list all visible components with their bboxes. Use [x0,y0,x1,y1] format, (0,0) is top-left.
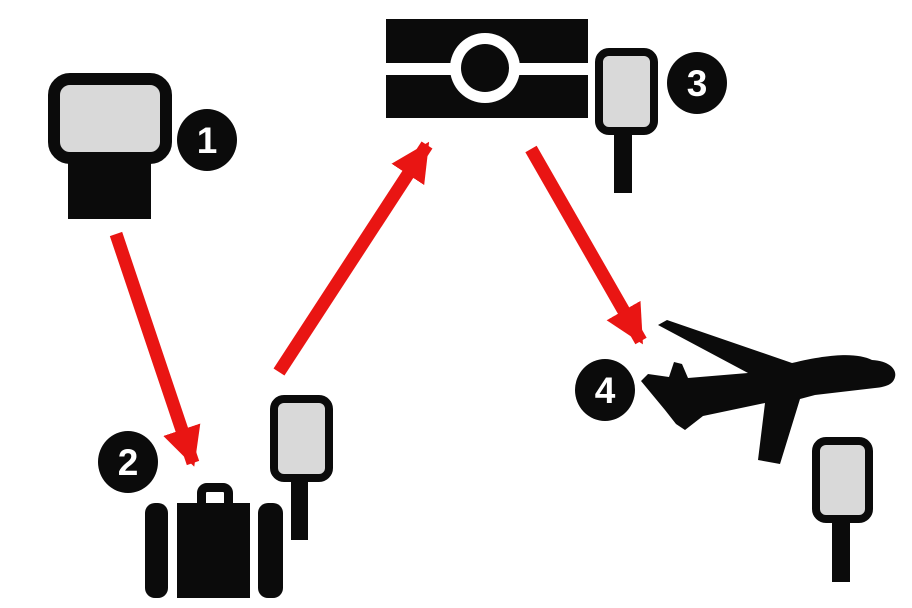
bag-tag-icon-suitcase [270,395,333,482]
tag-printer-base [68,158,151,219]
tag-printer-icon [48,73,172,164]
step-4-badge: 4 [575,359,635,421]
arrow-step3-to-step4 [525,145,647,345]
suitcase-icon [145,503,168,598]
step-1-badge: 1 [177,109,237,171]
bag-tag-icon-airplane [812,437,873,523]
scanner-lens [461,44,509,92]
airplane-icon [641,320,896,464]
arrow-step2-to-step3 [273,141,433,376]
step-3-badge: 3 [667,52,727,114]
bag-tag-stem [614,130,632,193]
suitcase-body [177,503,250,598]
bag-tag-icon-scanner [595,48,658,135]
bag-tag-stem [832,519,850,582]
bag-tag-stem [291,477,308,540]
step-2-badge: 2 [98,431,158,493]
arrow-step1-to-step2 [109,231,201,467]
suitcase-side [258,503,283,598]
